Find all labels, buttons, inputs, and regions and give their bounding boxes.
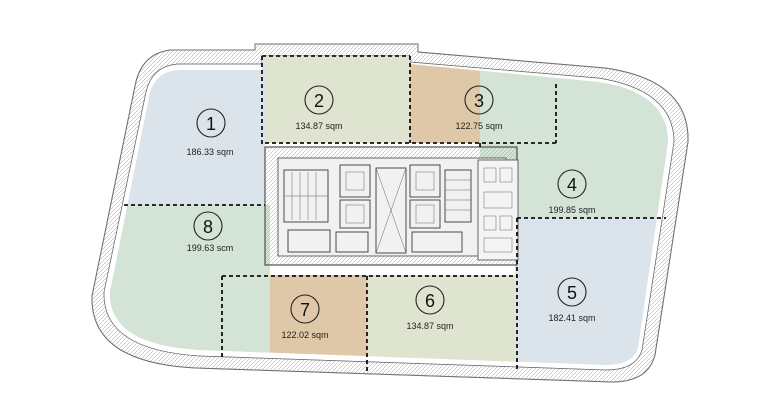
unit-label-1: 1 186.33 sqm [186, 108, 234, 157]
unit-number: 3 [474, 91, 484, 111]
unit-area: 134.87 sqm [406, 321, 453, 331]
unit-area: 122.02 sqm [281, 330, 328, 340]
unit-number: 8 [203, 217, 213, 237]
unit-zone-2 [265, 56, 410, 143]
unit-area: 186.33 sqm [186, 147, 233, 157]
core-room-a [287, 229, 331, 253]
unit-label-8: 8 199.63 scm [187, 211, 234, 253]
unit-number: 2 [314, 91, 324, 111]
unit-label-4: 4 199.85 sqm [548, 169, 596, 215]
unit-number: 4 [567, 175, 577, 195]
core-room-b [335, 231, 369, 253]
stair-right [444, 169, 472, 223]
unit-area: 199.63 scm [187, 243, 234, 253]
unit-label-5: 5 182.41 sqm [548, 277, 596, 323]
unit-number: 1 [206, 114, 216, 134]
unit-label-2: 2 134.87 sqm [295, 85, 343, 131]
unit-boundaries [124, 55, 666, 372]
unit-area: 134.87 sqm [295, 121, 342, 131]
unit-area: 122.75 sqm [455, 121, 502, 131]
inner-curtain-wall [103, 55, 675, 371]
service-shaft [375, 167, 407, 254]
core-washroom [477, 159, 519, 261]
core-room-c [411, 231, 463, 253]
unit-zone-6 [367, 275, 515, 365]
unit-label-7: 7 122.02 sqm [281, 294, 329, 340]
unit-area: 199.85 sqm [548, 205, 595, 215]
unit-number: 5 [567, 283, 577, 303]
building-core [264, 146, 519, 266]
unit-label-3: 3 122.75 sqm [455, 85, 503, 131]
unit-number: 6 [425, 291, 435, 311]
unit-area: 182.41 sqm [548, 313, 595, 323]
unit-number: 7 [300, 300, 310, 320]
unit-label-6: 6 134.87 sqm [406, 285, 454, 331]
lift-shaft-2 [339, 199, 371, 229]
lift-shaft-3 [409, 164, 441, 198]
lift-shaft-4 [409, 199, 441, 229]
lift-shaft-1 [339, 164, 371, 198]
